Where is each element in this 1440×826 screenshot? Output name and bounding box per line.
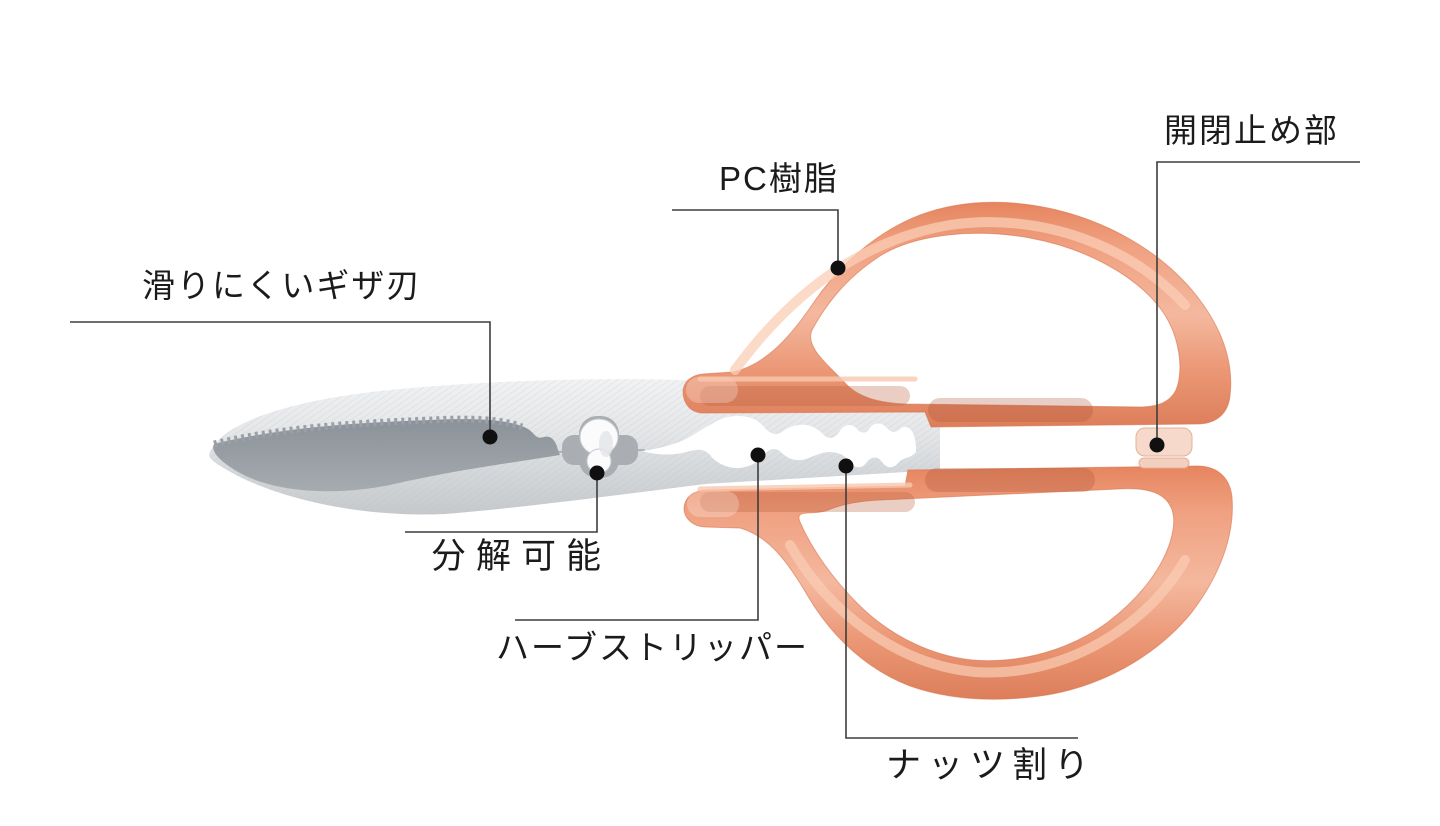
callout-dot-disassemblable — [589, 465, 605, 481]
top-sleeve-inner-shadow — [700, 386, 910, 406]
top-handle — [682, 201, 1232, 428]
bottom-nose-highlight — [687, 491, 739, 517]
callout-dot-herb-stripper — [750, 447, 766, 463]
label-herb-stripper: ハーブストリッパー — [496, 629, 810, 666]
top-ring-highlight — [730, 217, 1190, 375]
pivot-screw — [562, 416, 638, 478]
screw-shading — [599, 431, 613, 457]
label-disassemblable: 分解可能 — [431, 537, 612, 576]
leader-disassemblable — [405, 473, 598, 533]
label-nut-cracker: ナッツ割り — [886, 746, 1097, 785]
callout-dot-nut-cracker — [838, 458, 854, 474]
serration-teeth — [213, 415, 524, 448]
top-handle-body — [682, 201, 1232, 428]
top-grip-inner-shadow — [928, 398, 1093, 422]
serrated-edge-band — [213, 419, 560, 492]
bottom-handle — [683, 465, 1233, 700]
stopper-tab-lower — [1138, 457, 1190, 469]
leader-open-close-stopper — [1156, 161, 1360, 445]
bottom-ring-highlight — [785, 540, 1190, 678]
leader-pc-resin — [672, 209, 839, 268]
leader-herb-stripper — [515, 455, 759, 621]
leader-serrated-blade — [70, 321, 491, 437]
leader-nut-cracker — [845, 466, 1078, 739]
label-serrated-blade: 滑りにくいギザ刃 — [142, 267, 422, 304]
bottom-grip-inner-shadow — [925, 468, 1095, 492]
callout-dot-open-close-stopper — [1149, 437, 1165, 453]
label-open-close-stopper: 開閉止め部 — [1164, 112, 1339, 149]
stopper-tabs — [1135, 427, 1193, 469]
callout-dot-serrated-blade — [482, 429, 498, 445]
tool-cutout-gap — [642, 416, 916, 468]
bottom-sleeve-highlight — [697, 482, 913, 492]
callout-dot-pc-resin — [830, 260, 846, 276]
stopper-tab-upper — [1135, 427, 1193, 457]
bottom-sleeve-inner-shadow — [700, 492, 915, 512]
label-pc-resin: PC樹脂 — [719, 160, 839, 197]
top-nose-highlight — [686, 377, 738, 403]
